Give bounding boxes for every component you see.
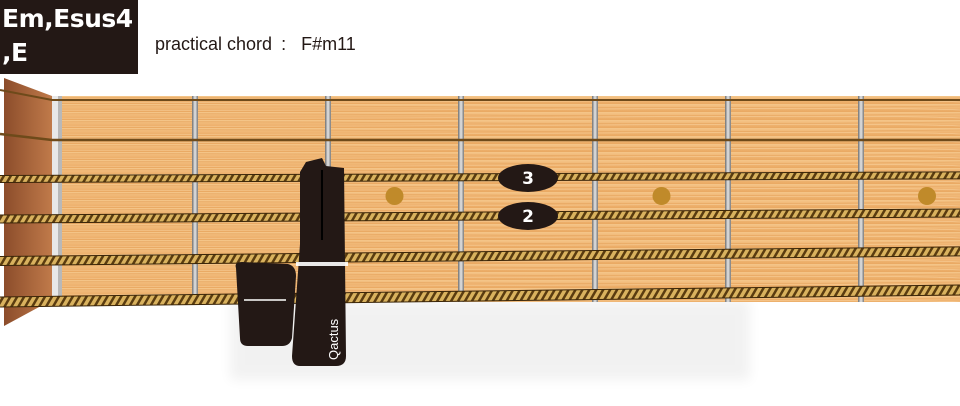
inlay-dot [653, 187, 671, 205]
fret-wire [458, 96, 464, 302]
inlay-dot [386, 187, 404, 205]
finger-marker-label: 3 [522, 169, 534, 189]
inlay-dot [918, 187, 936, 205]
fret-wire [725, 96, 731, 302]
nut-edge [58, 96, 62, 302]
finger-marker: 3 [498, 164, 558, 192]
fret-wire [858, 96, 864, 302]
fret-wire [592, 96, 598, 302]
string-3rd [0, 175, 960, 179]
capo-brand-text: Qactus [326, 318, 341, 360]
capo-lever [236, 262, 296, 346]
headstock [4, 78, 52, 326]
fret-wire [192, 96, 198, 302]
finger-marker-label: 2 [522, 207, 534, 227]
capo-pad-line [296, 262, 348, 266]
finger-marker: 2 [498, 202, 558, 230]
